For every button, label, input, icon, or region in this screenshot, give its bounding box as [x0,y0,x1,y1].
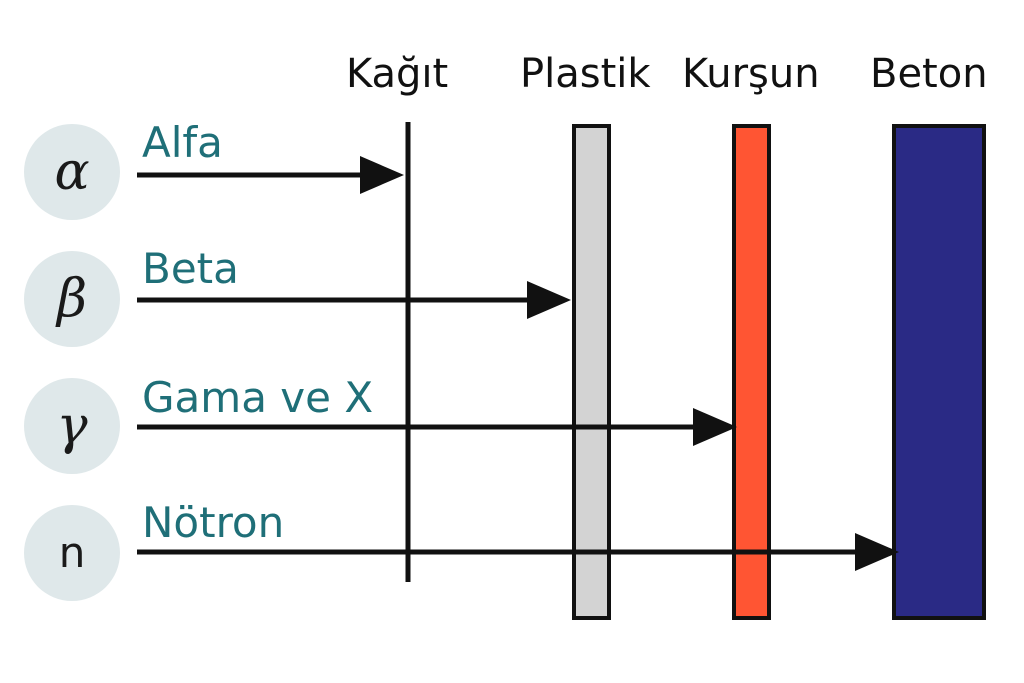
neutron-symbol-badge: n [24,505,120,601]
alpha-symbol: α [54,142,90,202]
gamma-ray-label: Gama ve X [142,373,374,422]
gamma-symbol-badge: γ [24,378,120,474]
beta-symbol: β [56,269,88,329]
neutron-ray-label: Nötron [142,498,285,547]
alpha-symbol-badge: α [24,124,120,220]
plastic-barrier [572,124,611,620]
gamma-ray-arrowhead [693,408,737,446]
plastic-label: Plastik [520,51,651,97]
beta-ray-label: Beta [142,244,239,293]
alpha-ray-label: Alfa [142,118,223,167]
concrete-label: Beton [870,51,988,97]
beta-symbol-badge: β [24,251,120,347]
alpha-ray-arrowhead [360,156,404,194]
neutron-ray-arrowhead [855,533,899,571]
lead-barrier [732,124,771,620]
lead-label: Kurşun [682,51,820,97]
gamma-symbol: γ [56,396,88,456]
neutron-symbol: n [58,528,86,577]
paper-label: Kağıt [346,51,449,97]
concrete-barrier [892,124,986,620]
beta-ray-arrowhead [527,281,571,319]
